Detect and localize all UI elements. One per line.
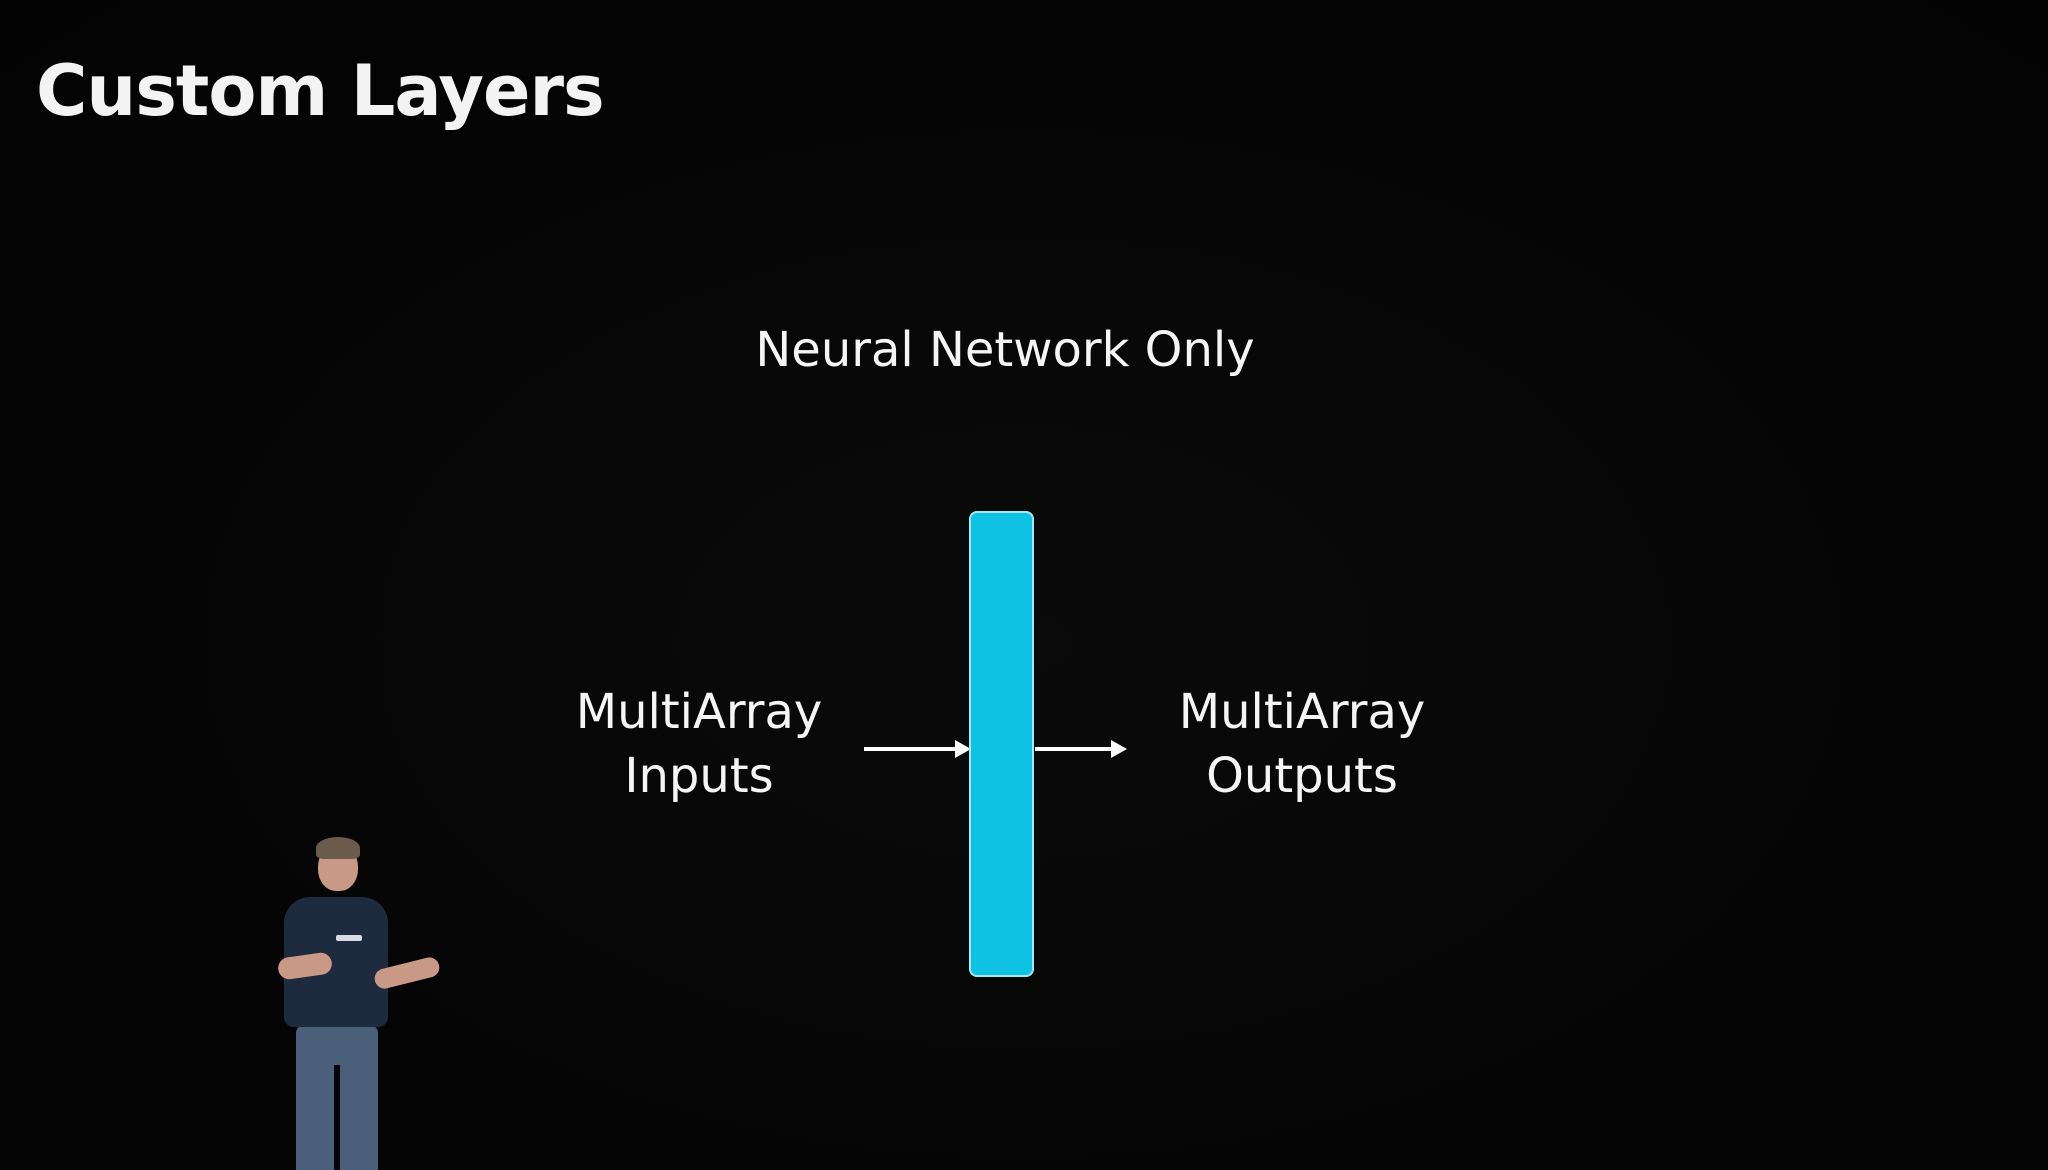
slide-title: Custom Layers: [36, 50, 605, 132]
inputs-label-line2: Inputs: [624, 748, 774, 804]
custom-layer-block: [969, 511, 1034, 977]
presenter-leg-gap: [334, 1065, 340, 1170]
arrow-right-icon: [1035, 740, 1127, 758]
shirt-logo-icon: [336, 935, 362, 941]
outputs-label-line2: Outputs: [1206, 748, 1398, 804]
outputs-label-line1: MultiArray: [1178, 684, 1426, 740]
diagram-subtitle: Neural Network Only: [755, 322, 1255, 378]
presenter-hair: [316, 837, 360, 859]
inputs-label: MultiArray Inputs: [539, 680, 859, 808]
presenter-figure: [270, 835, 450, 1170]
inputs-label-line1: MultiArray: [575, 684, 823, 740]
outputs-label: MultiArray Outputs: [1142, 680, 1462, 808]
arrow-right-icon: [864, 740, 971, 758]
